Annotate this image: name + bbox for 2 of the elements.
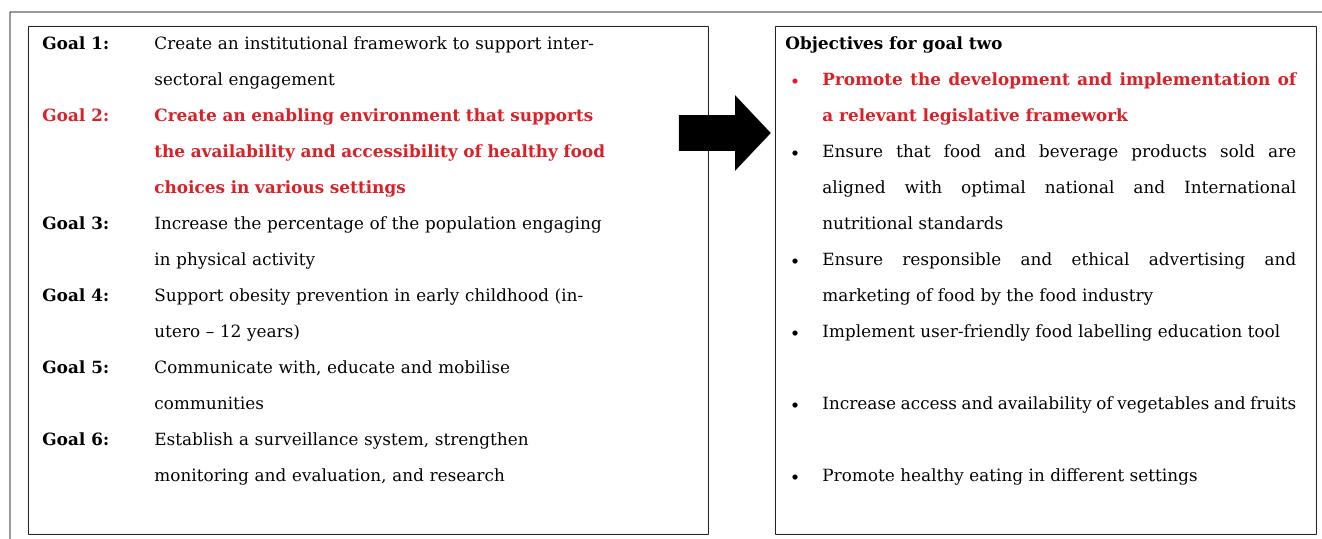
objectives-box: Objectives for goal two Promote the development and implementation of a relevant legislative framework Ensure that food and beverage products sold are aligned with optimal national and International nutritional standards Ensure responsible and ethical advertising and marketing of food by the food industry Implement user-friendly food labelling education tool Increase access and availability of vegetables and fruits Promote healthy eating in different settings	[775, 26, 1317, 535]
goals-box: Goal 1: Create an institutional framework to support inter-sectoral engagement Goal 2: Create an enabling environment that supports the availability and accessibility of healthy food choices in various settings Goal 3: Increase the percentage of the population engaging in physical activity Goal 4: Support obesity prevention in early childhood (in-utero – 12 years) Goal 5: Communicate with, educate and mobilise communities Goal 6: Establish a surveillance system, strengthen monitoring and evaluation, and research	[28, 26, 709, 535]
